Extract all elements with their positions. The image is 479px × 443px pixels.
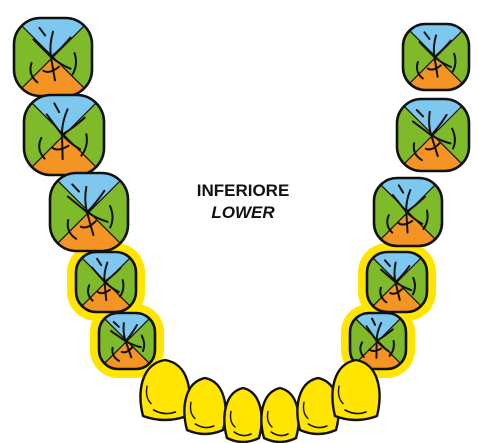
left-tooth-4 (74, 250, 138, 314)
right-tooth-1 (401, 22, 471, 92)
left-tooth-5 (97, 311, 157, 371)
front-tooth-2 (184, 378, 225, 434)
left-tooth-1 (12, 16, 94, 98)
front-tooth-6 (333, 360, 380, 420)
front-tooth-4 (261, 388, 298, 442)
arch-title: INFERIORE (188, 180, 298, 202)
right-tooth-4 (365, 250, 429, 314)
anterior-teeth (141, 360, 380, 442)
right-tooth-2 (395, 97, 471, 173)
arch-label: INFERIORE LOWER (188, 180, 298, 224)
front-tooth-3 (224, 388, 261, 442)
front-tooth-1 (141, 360, 190, 420)
right-tooth-3 (372, 176, 444, 248)
left-tooth-2 (22, 93, 106, 177)
arch-subtitle: LOWER (188, 202, 298, 224)
left-tooth-3 (48, 171, 130, 253)
